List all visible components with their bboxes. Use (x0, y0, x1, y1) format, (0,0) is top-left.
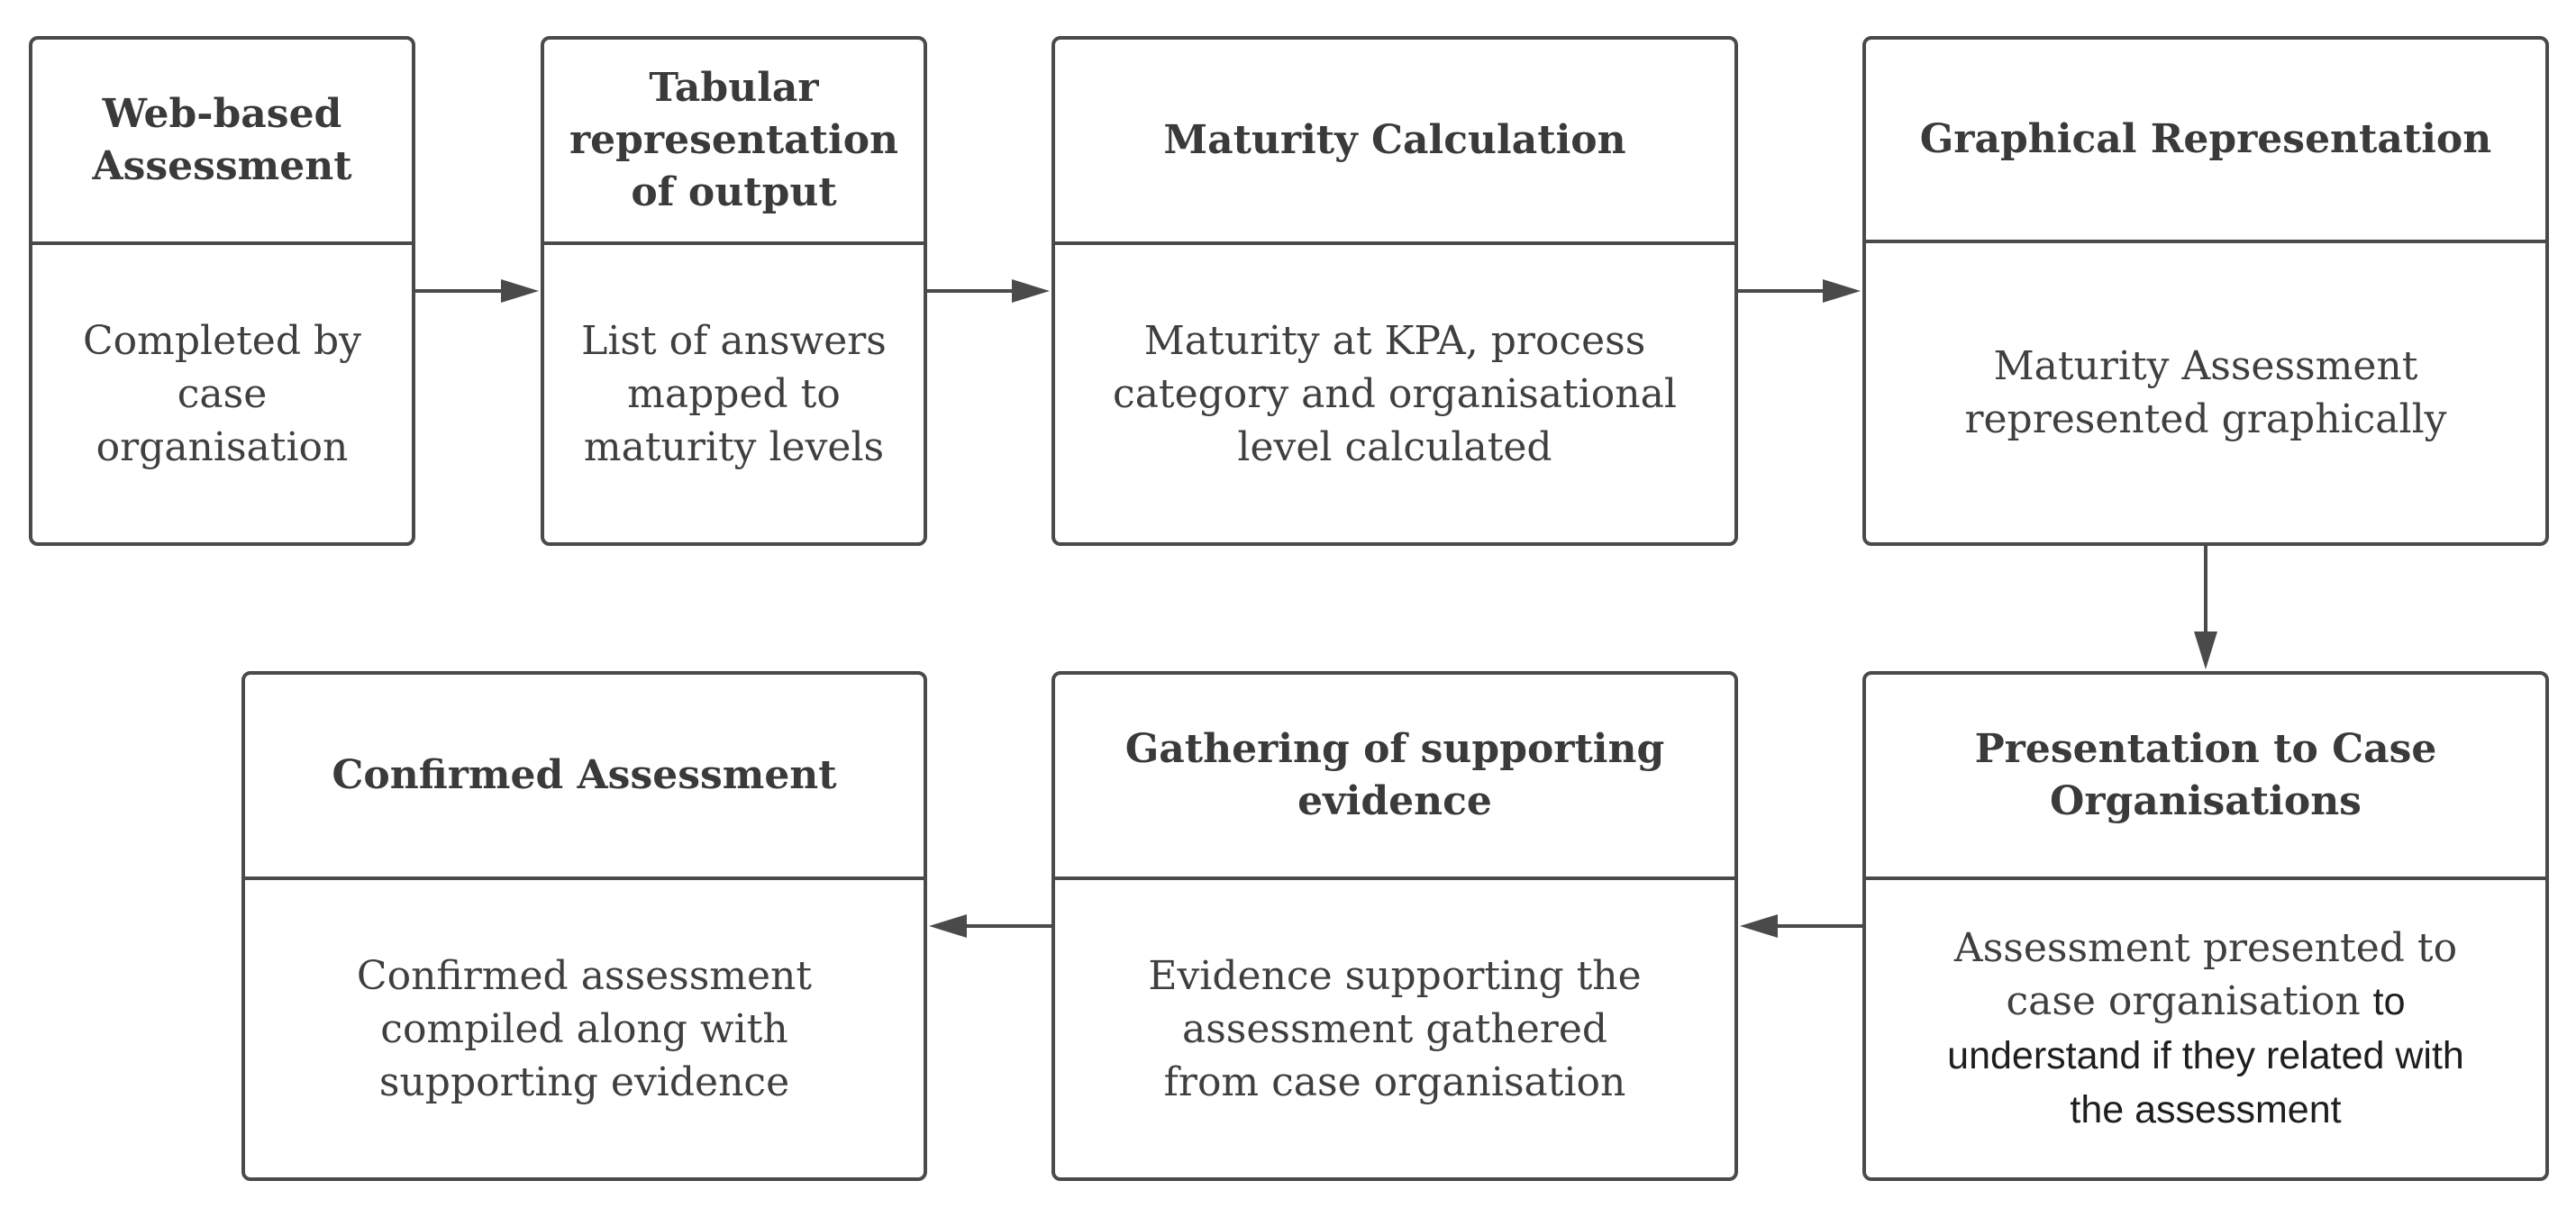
step-presentation-to-case-organisations: Presentation to Case Organisations Asses… (1862, 671, 2549, 1181)
step-title-text: Gathering of supporting evidence (1124, 726, 1665, 824)
step-graphical-representation: Graphical Representation Maturity Assess… (1862, 36, 2549, 546)
step-description-text: Maturity Assessment represented graphica… (1964, 343, 2447, 442)
arrow-presentation-to-gathering (1740, 914, 1862, 938)
step-description-text: List of answers mapped to maturity level… (581, 317, 887, 470)
arrow-graphical-to-presentation (2194, 546, 2217, 669)
step-title-text: Web-based Assessment (92, 91, 352, 189)
step-description: Evidence supporting the assessment gathe… (1055, 880, 1734, 1177)
step-confirmed-assessment: Confirmed Assessment Confirmed assessmen… (241, 671, 927, 1181)
step-description-text: Evidence supporting the assessment gathe… (1148, 952, 1642, 1105)
step-description: Completed by case organisation (32, 245, 412, 542)
step-title: Web-based Assessment (32, 40, 412, 245)
arrow-gathering-to-confirmed (929, 914, 1051, 938)
step-description: Assessment presented to case organisatio… (1866, 880, 2545, 1177)
step-title: Graphical Representation (1866, 40, 2545, 243)
step-title-text: Confirmed Assessment (332, 752, 837, 798)
step-title-text: Presentation to Case Organisations (1974, 726, 2437, 824)
step-description-part-a: Assessment presented to case organisatio… (1953, 924, 2458, 1024)
step-tabular-representation: Tabular representation of output List of… (541, 36, 927, 546)
step-description-part-b: to understand if they related with the a… (1947, 979, 2464, 1131)
step-title: Tabular representation of output (544, 40, 924, 245)
step-title-text: Maturity Calculation (1163, 117, 1626, 163)
arrow-web-to-tabular (415, 279, 539, 303)
step-description: Confirmed assessment compiled along with… (245, 880, 924, 1177)
step-description-text: Maturity at KPA, process category and or… (1113, 317, 1677, 470)
step-description-text: Confirmed assessment compiled along with… (356, 952, 813, 1105)
step-title-text: Graphical Representation (1919, 116, 2492, 162)
arrow-maturity-to-graphical (1738, 279, 1861, 303)
step-description-text: Completed by case organisation (82, 317, 362, 470)
step-description: Maturity at KPA, process category and or… (1055, 245, 1734, 542)
step-description-text: Assessment presented to case organisatio… (1935, 922, 2476, 1137)
step-description: List of answers mapped to maturity level… (544, 245, 924, 542)
step-web-based-assessment: Web-based Assessment Completed by case o… (29, 36, 415, 546)
arrow-tabular-to-maturity (927, 279, 1050, 303)
step-maturity-calculation: Maturity Calculation Maturity at KPA, pr… (1051, 36, 1738, 546)
step-description: Maturity Assessment represented graphica… (1866, 243, 2545, 542)
step-title: Maturity Calculation (1055, 40, 1734, 245)
step-title: Presentation to Case Organisations (1866, 675, 2545, 880)
step-title: Gathering of supporting evidence (1055, 675, 1734, 880)
step-title: Confirmed Assessment (245, 675, 924, 880)
step-gathering-of-supporting-evidence: Gathering of supporting evidence Evidenc… (1051, 671, 1738, 1181)
step-title-text: Tabular representation of output (569, 65, 899, 215)
